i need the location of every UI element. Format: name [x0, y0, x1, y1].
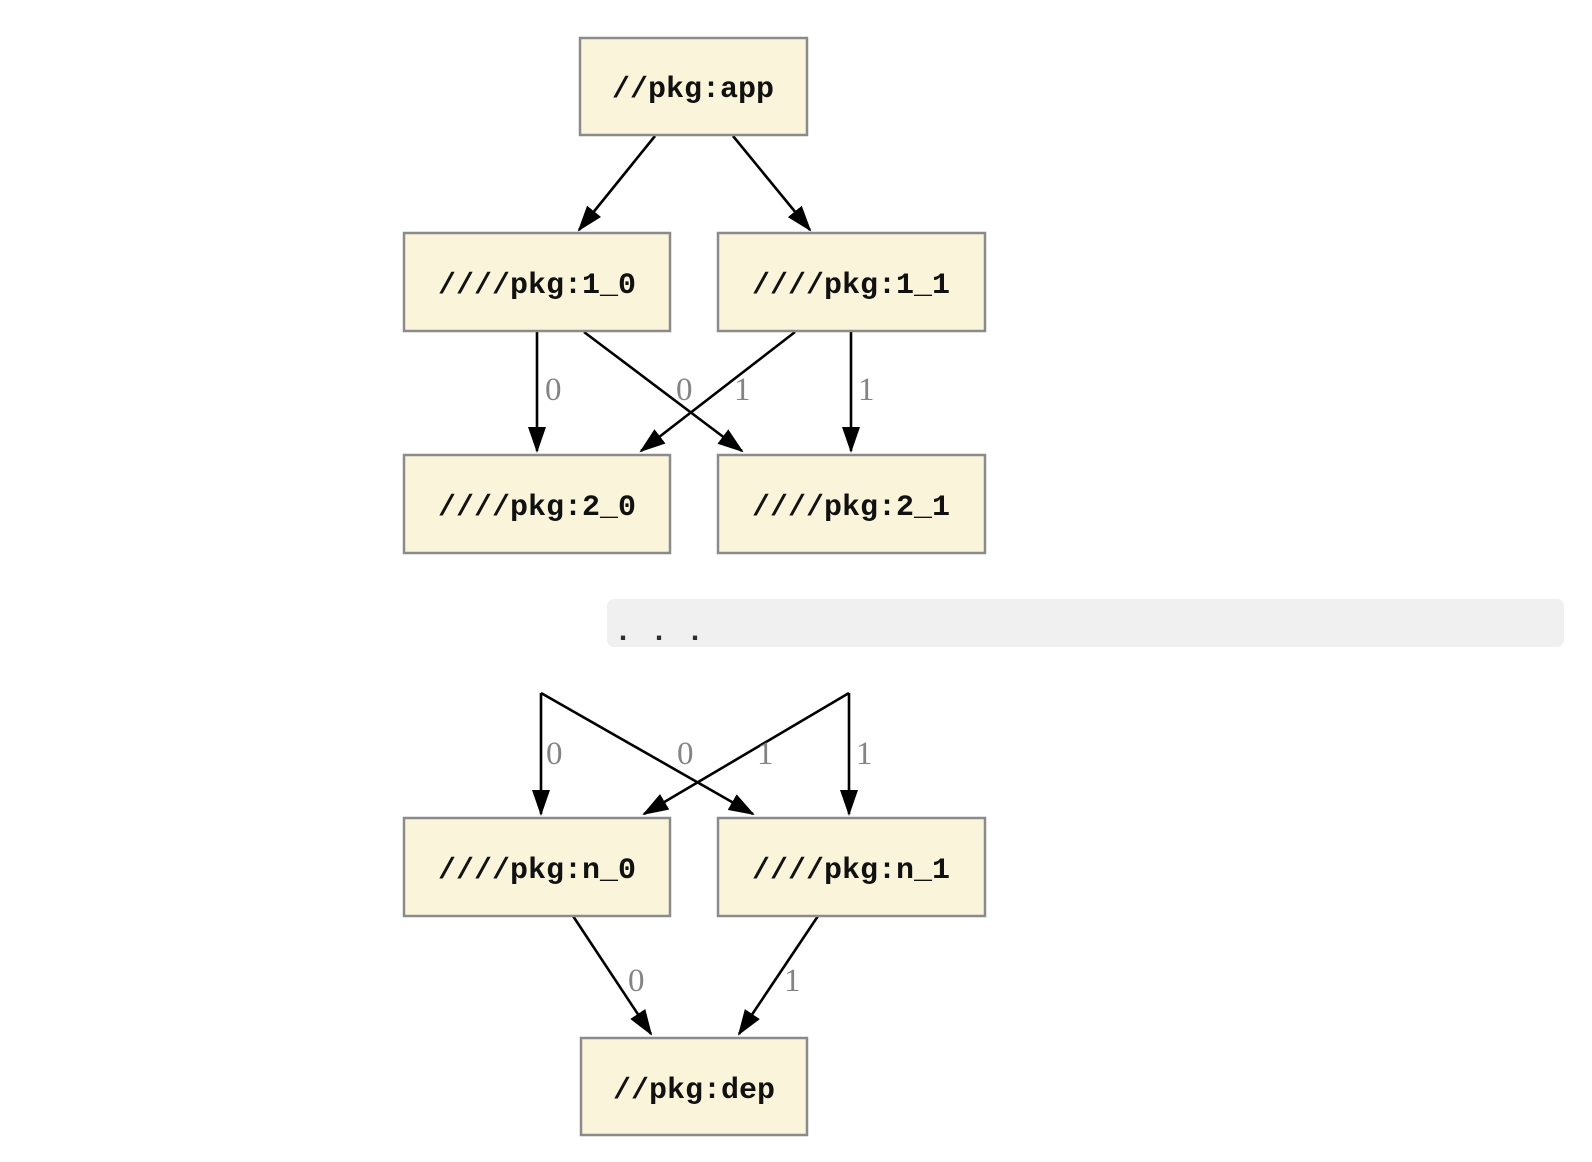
edge-label-1_0-2_0: 0 — [545, 372, 562, 408]
node-n_0: ////pkg:n_0 — [402, 816, 672, 918]
node-app-box — [578, 36, 809, 137]
node-2_1-box — [716, 453, 987, 555]
node-1_0-box — [402, 231, 672, 333]
edge-label-n_1-dep: 1 — [784, 963, 801, 999]
node-2_0-label: ////pkg:2_0 — [438, 491, 636, 525]
node-2_0: ////pkg:2_0 — [402, 453, 672, 555]
edge-hidden1-to-n_0 — [642, 691, 850, 816]
node-1_1-box — [716, 231, 987, 333]
node-1_0-label: ////pkg:1_0 — [438, 269, 636, 303]
edge-label-h0-n_0: 0 — [546, 736, 563, 772]
node-dep-label: //pkg:dep — [613, 1074, 775, 1108]
edge-n_0-to-dep — [571, 915, 653, 1036]
node-dep-box — [579, 1036, 809, 1137]
edge-label-h1-n_0: 1 — [757, 736, 774, 772]
edge-app-to-1_1 — [731, 135, 812, 232]
edge-label-h0-n_1: 0 — [677, 736, 694, 772]
node-1_1: ////pkg:1_1 — [716, 231, 987, 333]
edge-label-h1-n_1: 1 — [856, 736, 873, 772]
edge-n_1-to-dep — [737, 915, 820, 1036]
edge-hidden0-to-n_1 — [540, 691, 755, 816]
node-n_0-label: ////pkg:n_0 — [438, 854, 636, 888]
ellipsis-dots: . . . — [614, 616, 704, 650]
node-1_0: ////pkg:1_0 — [402, 231, 672, 333]
edge-1_0-to-2_1 — [583, 330, 744, 453]
node-app: //pkg:app — [578, 36, 809, 137]
node-n_1: ////pkg:n_1 — [716, 816, 987, 918]
edge-1_1-to-2_0 — [639, 330, 796, 453]
node-n_1-box — [716, 816, 987, 918]
node-2_1: ////pkg:2_1 — [716, 453, 987, 555]
node-app-label: //pkg:app — [612, 73, 774, 107]
node-n_1-label: ////pkg:n_1 — [752, 854, 950, 888]
node-2_1-label: ////pkg:2_1 — [752, 491, 950, 525]
ellipsis-code-block — [607, 599, 1564, 647]
edge-app-to-1_0 — [577, 135, 657, 232]
edge-label-1_1-2_0: 1 — [734, 372, 751, 408]
edge-label-1_0-2_1: 0 — [676, 372, 693, 408]
node-1_1-label: ////pkg:1_1 — [752, 269, 950, 303]
node-dep: //pkg:dep — [579, 1036, 809, 1137]
node-n_0-box — [402, 816, 672, 918]
node-2_0-box — [402, 453, 672, 555]
edge-label-n_0-dep: 0 — [628, 963, 645, 999]
edge-label-1_1-2_1: 1 — [858, 372, 875, 408]
